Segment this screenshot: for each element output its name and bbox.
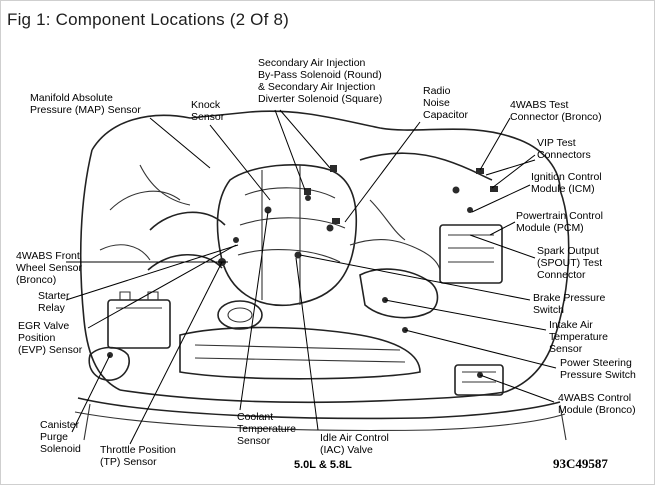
component-labels: Manifold Absolute Pressure (MAP) Sensor … (16, 57, 636, 468)
engine-artwork (74, 110, 570, 441)
label-evp: EGR Valve Position (EVP) Sensor (18, 320, 83, 356)
label-sai: Secondary Air Injection By-Pass Solenoid… (258, 57, 385, 105)
label-4wabs-wheel-sensor: 4WABS Front Wheel Sensor (Bronco) (16, 250, 85, 286)
label-iat: Intake Air Temperature Sensor (549, 319, 611, 355)
label-knock: Knock Sensor (191, 99, 225, 123)
leader-iac (295, 257, 319, 431)
label-radio-noise-capacitor: Radio Noise Capacitor (423, 85, 468, 121)
leader-sai-2 (279, 109, 331, 169)
leader-iat (384, 299, 547, 331)
figure-code: 93C49587 (553, 456, 608, 471)
label-power-steering: Power Steering Pressure Switch (560, 357, 636, 381)
label-4wabs-control: 4WABS Control Module (Bronco) (558, 392, 636, 416)
leader-starter (65, 244, 239, 301)
label-pcm: Powertrain Control Module (PCM) (516, 210, 606, 234)
leader-tp (129, 261, 223, 445)
label-brake-pressure: Brake Pressure Switch (533, 292, 608, 316)
label-vip: VIP Test Connectors (537, 137, 591, 161)
label-icm: Ignition Control Module (ICM) (531, 171, 605, 195)
label-tp: Throttle Position (TP) Sensor (100, 444, 179, 468)
label-starter-relay: Starter Relay (38, 290, 72, 314)
leader-vip-1 (491, 154, 536, 189)
label-canister: Canister Purge Solenoid (40, 419, 82, 455)
leader-knock (209, 124, 271, 201)
engine-caption: 5.0L & 5.8L (294, 459, 352, 471)
leader-pcm (489, 221, 516, 236)
leader-evp (87, 244, 237, 329)
leader-coolant (239, 211, 269, 411)
leader-rnc (344, 121, 421, 223)
label-spout: Spark Output (SPOUT) Test Connector (537, 245, 605, 281)
leader-abstest (479, 117, 511, 171)
leader-ps (404, 329, 557, 369)
leader-map (149, 117, 211, 169)
label-4wabs-test: 4WABS Test Connector (Bronco) (510, 99, 602, 123)
leader-brake (299, 254, 531, 301)
leader-icm (471, 184, 531, 213)
label-map: Manifold Absolute Pressure (MAP) Sensor (30, 92, 141, 116)
label-coolant: Coolant Temperature Sensor (237, 411, 299, 447)
leader-sai-1 (274, 109, 306, 191)
leader-spout (469, 234, 536, 259)
leader-vip-2 (485, 159, 536, 176)
figure-title: Fig 1: Component Locations (2 Of 8) (7, 10, 289, 29)
leader-abscm (479, 374, 555, 403)
leader-lines (65, 109, 557, 445)
leader-canister (71, 354, 111, 433)
label-iac: Idle Air Control (IAC) Valve (320, 432, 392, 456)
